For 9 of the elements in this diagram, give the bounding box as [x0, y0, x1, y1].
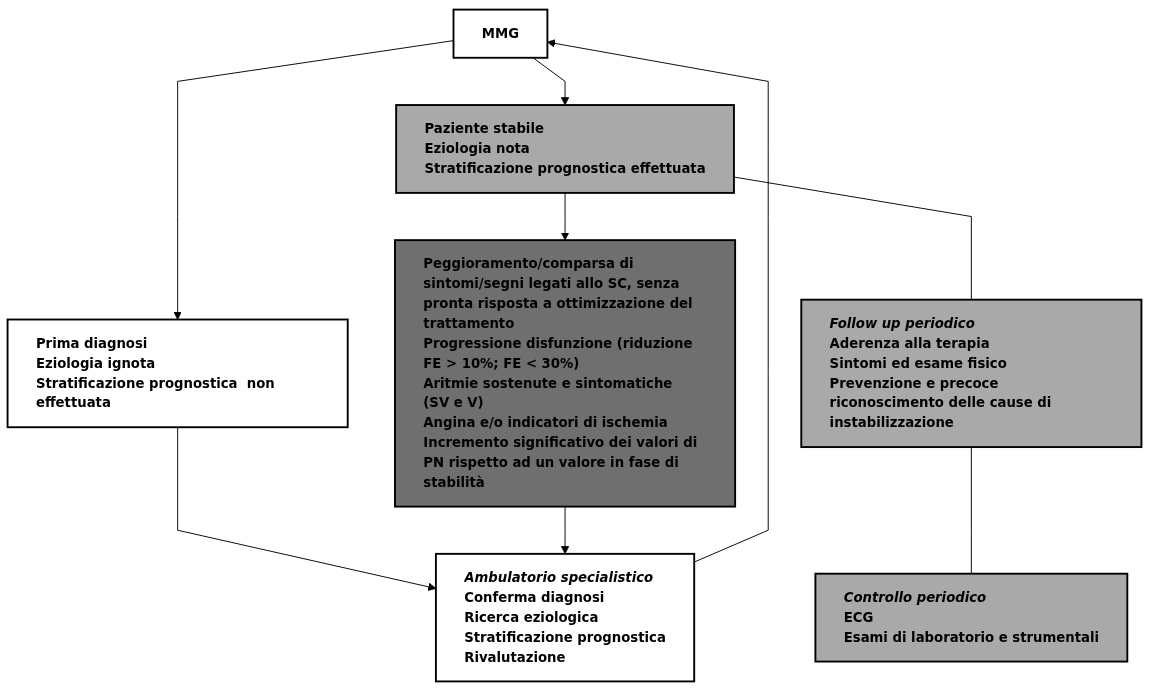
- node-box: Peggioramento/comparsa di sintomi/segni legati allo SC, senza pronta risposta a ottimizzazione del trattamento Progressione disfunzione (riduzione FE > 10%; FE < 30%) Aritmie sostenute e sintomatiche (SV e V) Angina e/o indicatori di ischemia Incremento significativo dei valori di PN rispetto ad un valore in fase di stabilità: [394, 239, 737, 508]
- node-box: Paziente stabile Eziologia nota Stratificazione prognostica effettuata: [395, 104, 735, 194]
- node-box: Controllo periodico ECG Esami di laboratorio e strumentali: [814, 572, 1129, 663]
- node-box: Follow up periodico Aderenza alla terapia Sintomi ed esame fisico Prevenzione e precoce riconoscimento delle cause di instabilizzazione: [800, 298, 1143, 449]
- node-box: Ambulatorio specialistico Conferma diagnosi Ricerca eziologica Stratificazione prognostica Rivalutazione: [434, 552, 696, 683]
- connector: [733, 176, 972, 301]
- node-box: MMG: [452, 8, 549, 59]
- connector: [970, 446, 972, 575]
- node-box: Prima diagnosi Eziologia ignota Stratificazione prognostica non effettuata: [6, 318, 349, 429]
